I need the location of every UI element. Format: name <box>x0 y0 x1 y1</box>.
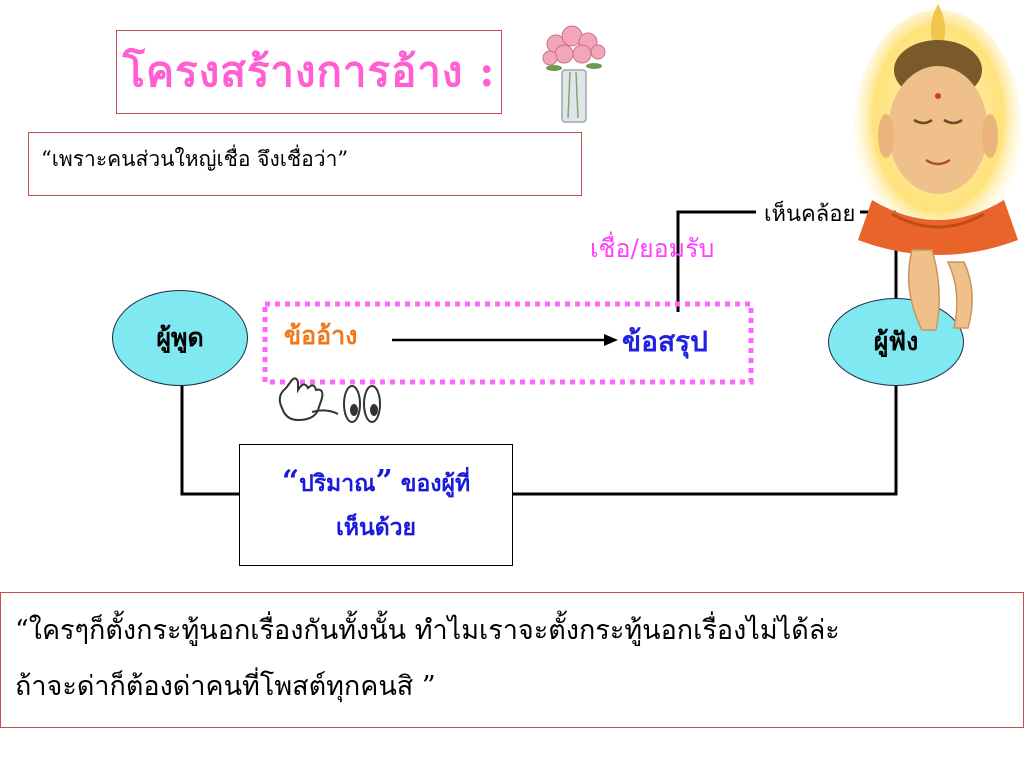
flower-vase-icon <box>542 25 606 123</box>
open-quote: “ <box>281 464 300 499</box>
quantity-box: “ปริมาณ” ของผู้ที่ เห็นด้วย <box>239 444 513 566</box>
quote-text: “เพราะคนส่วนใหญ่เชื่อ จึงเชื่อว่า” <box>41 147 349 171</box>
speaker-label: ผู้พูด <box>156 323 204 352</box>
conclusion-label: ข้อสรุป <box>622 325 708 358</box>
argument-frame <box>262 301 754 385</box>
bottom-quote-line1: “ใครๆก็ตั้งกระทู้นอกเรื่องกันทั้งนั้น ทำ… <box>15 615 840 646</box>
quantity-rest: ของผู้ที่ <box>392 470 471 497</box>
listener-label: ผู้ฟัง <box>873 327 919 356</box>
quantity-line1: “ปริมาณ” ของผู้ที่ <box>282 460 470 506</box>
quantity-word: ปริมาณ <box>299 470 376 497</box>
agree-label: เห็นคล้อย <box>764 202 856 227</box>
quantity-line2: เห็นด้วย <box>335 514 417 541</box>
listener-node: ผู้ฟัง <box>828 298 964 386</box>
close-quote: ” <box>375 464 393 499</box>
speaker-node: ผู้พูด <box>112 290 248 386</box>
bottom-quote-box: “ใครๆก็ตั้งกระทู้นอกเรื่องกันทั้งนั้น ทำ… <box>0 592 1024 728</box>
buddha-icon <box>854 4 1022 331</box>
believe-accept-label: เชื่อ/ยอมรับ <box>590 234 715 263</box>
premise-label: ข้ออ้าง <box>284 321 358 350</box>
quote-box: “เพราะคนส่วนใหญ่เชื่อ จึงเชื่อว่า” <box>28 132 582 196</box>
bottom-quote-line2: ถ้าจะด่าก็ต้องด่าคนที่โพสต์ทุกคนสิ ” <box>15 671 436 702</box>
page-title: โครงสร้างการอ้าง : <box>122 47 496 96</box>
title-box: โครงสร้างการอ้าง : <box>116 30 502 114</box>
hand-pointing-icon <box>278 377 381 423</box>
